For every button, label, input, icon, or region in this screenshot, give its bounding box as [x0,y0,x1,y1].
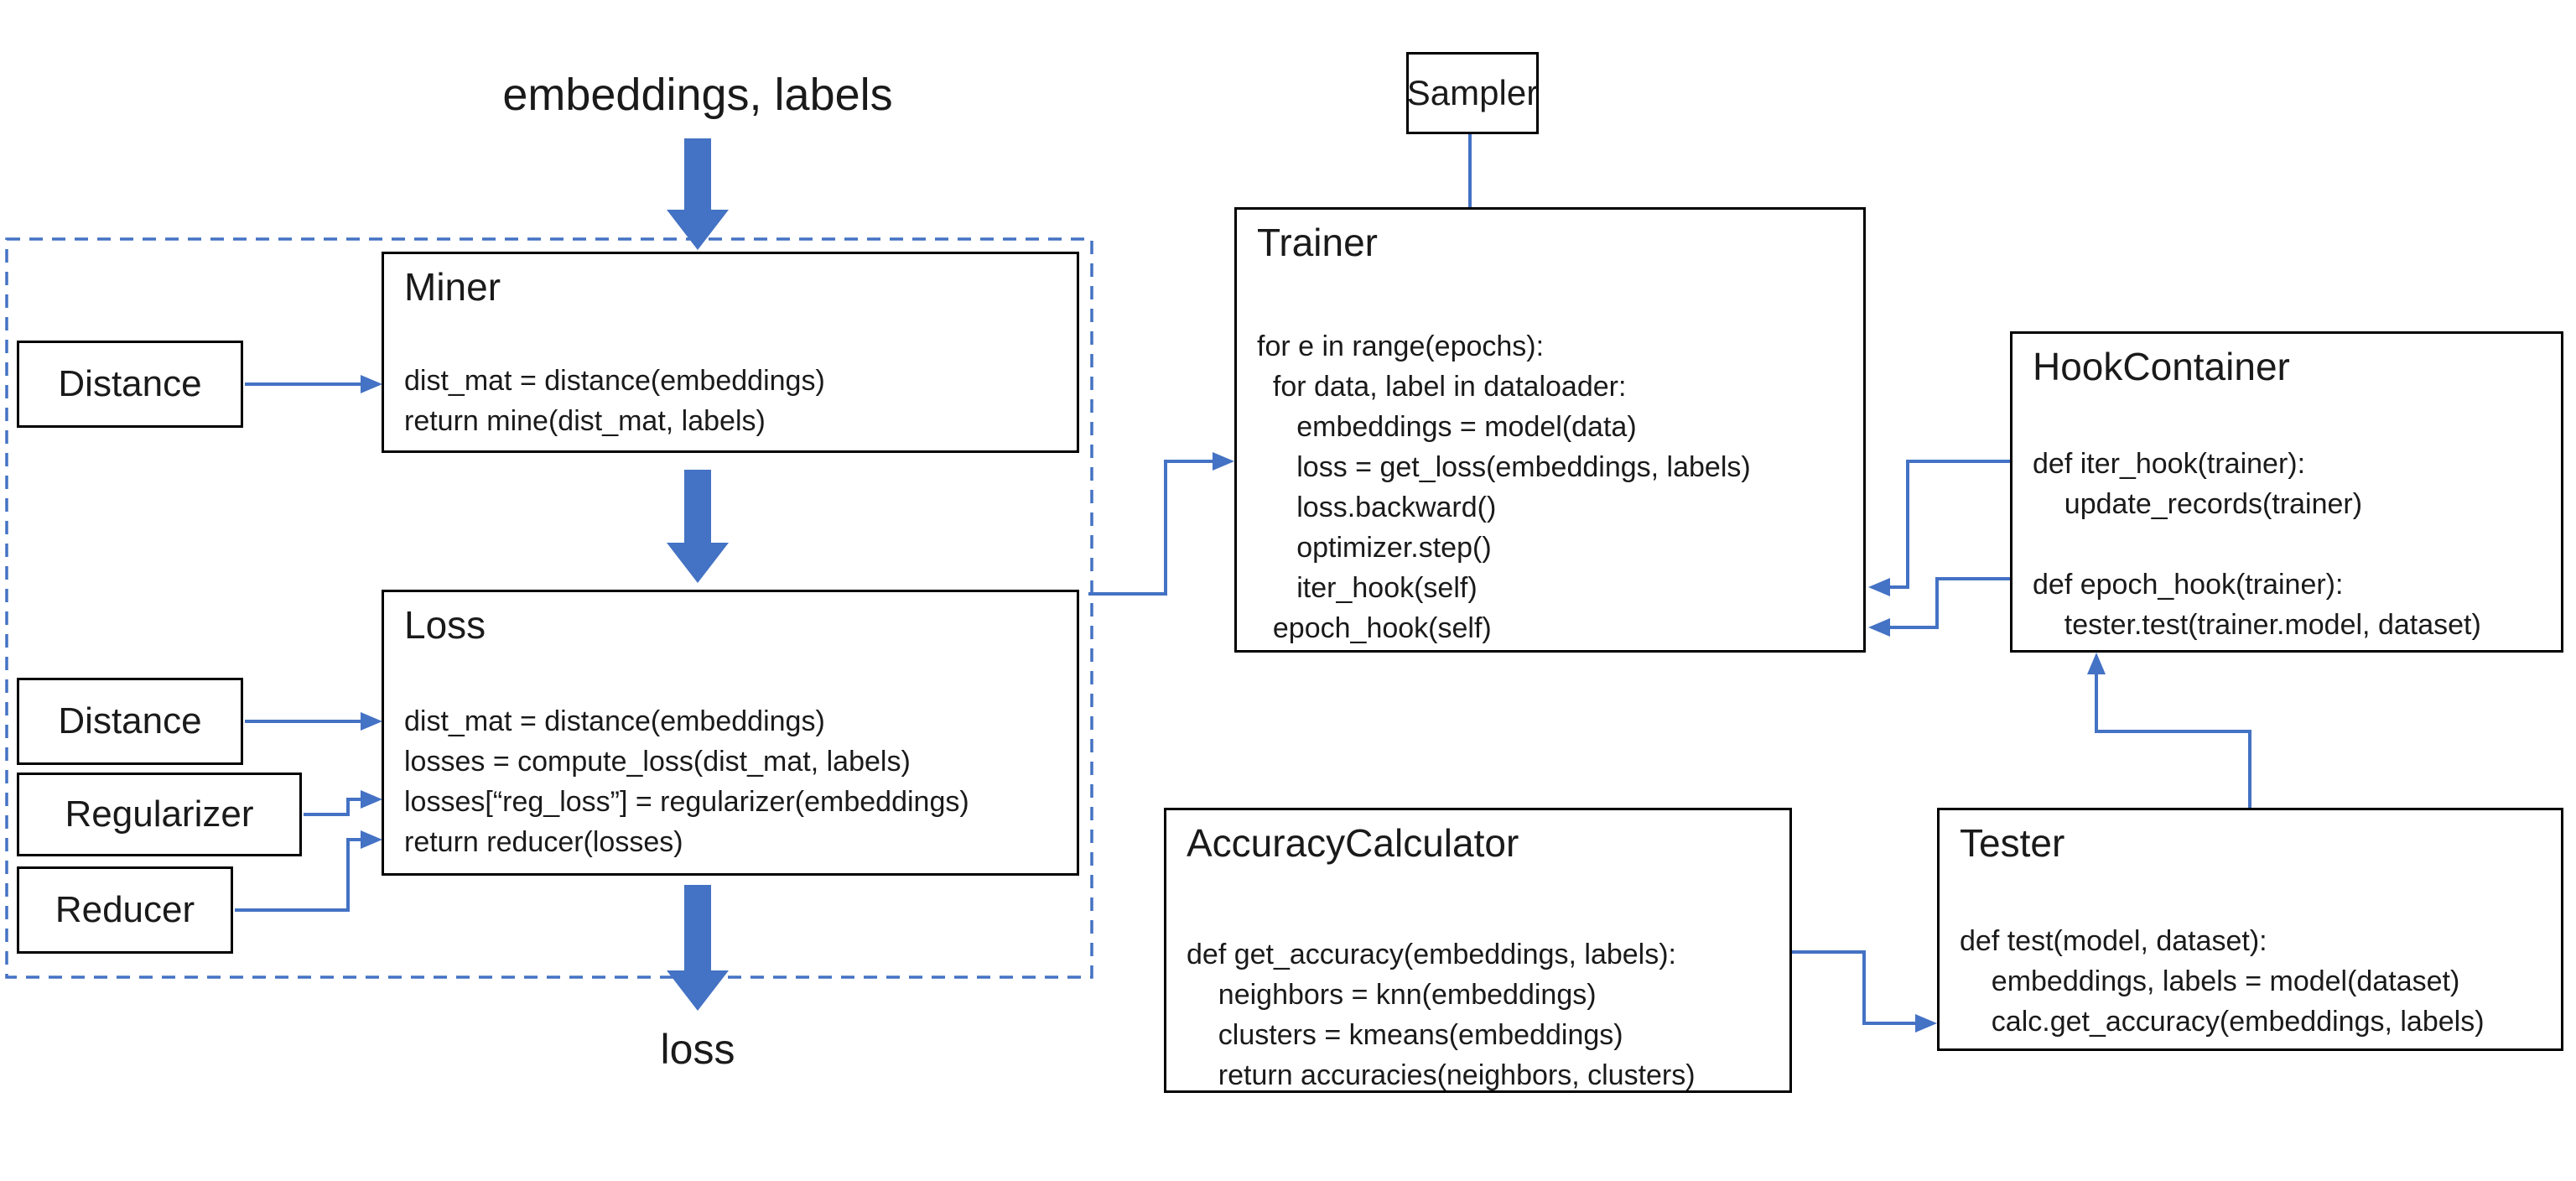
accuracy-calculator-box: AccuracyCalculator def get_accuracy(embe… [1164,808,1792,1093]
arrow-accuracycalculator-to-tester [1792,950,1937,1033]
fat-arrow-input-to-miner [667,138,729,250]
miner-title: Miner [404,265,501,309]
code-line: for e in range(epochs): [1257,330,1545,362]
code-line: def iter_hook(trainer): [2033,448,2306,480]
code-line: for data, label in dataloader: [1257,371,1627,403]
code-line: iter_hook(self) [1257,572,1478,604]
distance-bottom-box: Distance [17,678,243,765]
arrow-tester-to-hookcontainer [2087,653,2251,808]
regularizer-label: Regularizer [65,793,254,835]
loss-box: Loss dist_mat = distance(embeddings) los… [382,590,1079,876]
distance-bottom-label: Distance [58,700,202,741]
code-line: calc.get_accuracy(embeddings, labels) [1960,1006,2485,1038]
arrow-iterhook-to-trainer [1868,460,2010,596]
arrow-regularizer-to-loss [304,790,382,816]
code-line: return accuracies(neighbors, clusters) [1187,1059,1696,1091]
code-line: losses = compute_loss(dist_mat, labels) [404,746,911,778]
code-line: loss.backward() [1257,492,1497,523]
tester-box: Tester def test(model, dataset): embeddi… [1937,808,2563,1051]
miner-box: Miner dist_mat = distance(embeddings) re… [382,252,1079,453]
fat-arrow-miner-to-loss [667,470,729,583]
code-line: embeddings = model(data) [1257,411,1637,443]
code-line: update_records(trainer) [2033,488,2363,520]
code-line: dist_mat = distance(embeddings) [404,705,825,737]
distance-top-box: Distance [17,341,243,428]
code-line: dist_mat = distance(embeddings) [404,365,825,397]
accuracy-calculator-title: AccuracyCalculator [1187,821,1519,865]
trainer-title: Trainer [1257,221,1378,264]
fat-arrow-loss-to-output [667,885,729,1011]
code-line: def get_accuracy(embeddings, labels): [1187,939,1676,970]
code-line: optimizer.step() [1257,532,1492,564]
input-flow-label: embeddings, labels [502,70,893,120]
code-line: clusters = kmeans(embeddings) [1187,1019,1623,1051]
regularizer-box: Regularizer [17,773,302,856]
tester-code: def test(model, dataset): embeddings, la… [1960,921,2553,1042]
code-line: neighbors = knn(embeddings) [1187,979,1597,1011]
loss-title: Loss [404,603,486,647]
sampler-label: Sampler [1406,73,1539,112]
accuracy-calculator-code: def get_accuracy(embeddings, labels): ne… [1187,934,1781,1095]
code-line: return mine(dist_mat, labels) [404,405,766,437]
code-line: epoch_hook(self) [1257,612,1492,644]
miner-code: dist_mat = distance(embeddings) return m… [404,361,1068,441]
hook-container-title: HookContainer [2033,345,2290,388]
arrow-epochhook-to-trainer [1868,577,2010,637]
code-line: tester.test(trainer.model, dataset) [2033,609,2481,641]
hook-container-code: def iter_hook(trainer): update_records(t… [2033,444,2553,645]
sampler-box: Sampler [1406,52,1539,134]
arrow-loss-to-trainer [1088,452,1234,596]
code-line: def test(model, dataset): [1960,925,2267,957]
code-line: loss = get_loss(embeddings, labels) [1257,451,1751,483]
code-line: losses[“reg_loss”] = regularizer(embeddi… [404,786,969,818]
distance-top-label: Distance [58,363,202,404]
code-line: return reducer(losses) [404,826,683,858]
trainer-box: Trainer for e in range(epochs): for data… [1234,207,1866,653]
reducer-box: Reducer [17,866,233,954]
hook-container-box: HookContainer def iter_hook(trainer): up… [2010,331,2563,653]
code-line [2033,524,2553,564]
output-flow-label: loss [660,1026,735,1073]
reducer-label: Reducer [55,889,195,930]
trainer-code: for e in range(epochs): for data, label … [1257,326,1855,648]
tester-title: Tester [1960,821,2065,865]
code-line: embeddings, labels = model(dataset) [1960,965,2460,997]
code-line: def epoch_hook(trainer): [2033,569,2344,601]
loss-code: dist_mat = distance(embeddings) losses =… [404,701,1068,862]
